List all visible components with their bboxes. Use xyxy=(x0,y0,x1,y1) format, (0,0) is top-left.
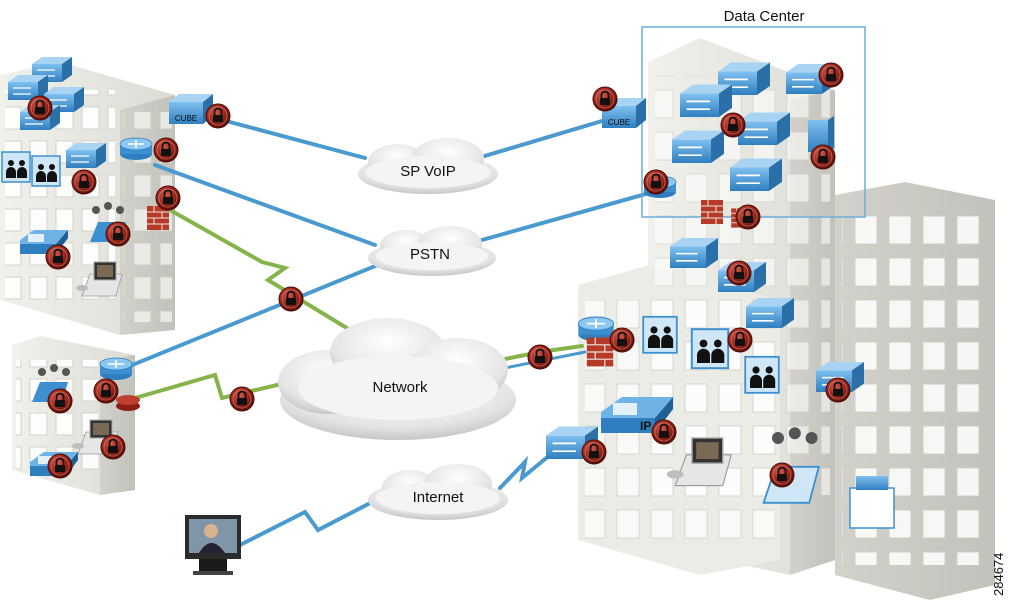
cloud-label-internet: Internet xyxy=(413,489,465,506)
cloud-label-sp-voip: SP VoIP xyxy=(400,163,456,180)
lock-icon xyxy=(47,453,73,479)
ip-phone-icon: IP xyxy=(601,397,673,433)
lock-icon xyxy=(278,286,304,312)
data-center-label: Data Center xyxy=(724,8,805,25)
lock-icon xyxy=(818,62,844,88)
cloud-sp-voip: SP VoIP xyxy=(358,138,498,194)
lock-icon xyxy=(527,344,553,370)
telepresence-icon xyxy=(744,355,780,394)
lock-icon xyxy=(810,144,836,170)
lock-icon xyxy=(735,204,761,230)
lock-icon xyxy=(100,434,126,460)
firewall-icon xyxy=(586,337,614,367)
link-router-to-pstn xyxy=(153,163,377,247)
switch-icon xyxy=(729,157,783,192)
figure-id: 284674 xyxy=(991,553,1006,596)
lock-icon xyxy=(205,103,231,129)
switch-icon xyxy=(65,142,107,169)
router-icon xyxy=(119,137,153,161)
lock-icon xyxy=(726,260,752,286)
lock-icon xyxy=(592,86,618,112)
link-cube-to-spvoip xyxy=(213,116,367,160)
lock-icon xyxy=(45,244,71,270)
telepresence-icon xyxy=(642,315,678,354)
cloud-internet: Internet xyxy=(368,464,508,520)
lock-icon xyxy=(720,112,746,138)
switch-icon xyxy=(669,237,719,269)
lock-icon xyxy=(727,327,753,353)
lock-icon xyxy=(581,439,607,465)
video-endpoint xyxy=(185,515,241,575)
link-internet-to-hq xyxy=(498,453,552,490)
lock-icon xyxy=(643,169,669,195)
cloud-pstn: PSTN xyxy=(368,226,496,276)
cube-label: CUBE xyxy=(175,114,197,123)
telepresence-icon xyxy=(31,155,61,187)
lock-icon xyxy=(769,462,795,488)
link-spvoip-to-dc-cube xyxy=(476,116,614,160)
switch-icon xyxy=(737,111,791,146)
server-icon xyxy=(808,116,834,152)
server-icon xyxy=(849,476,895,529)
lock-icon xyxy=(155,185,181,211)
lock-icon xyxy=(27,95,53,121)
lock-icon xyxy=(229,386,255,412)
lock-icon xyxy=(71,169,97,195)
telepresence-icon xyxy=(690,328,730,370)
cloud-network: Network xyxy=(278,318,516,440)
cloud-label-network: Network xyxy=(372,379,428,396)
router-icon xyxy=(577,316,615,343)
lock-icon xyxy=(609,327,635,353)
cloud-label-pstn: PSTN xyxy=(410,246,450,263)
telepresence-icon xyxy=(1,151,31,183)
link-branch2-to-pstn xyxy=(118,260,387,372)
link-pstn-to-dc xyxy=(480,188,662,242)
lock-icon xyxy=(93,378,119,404)
router-icon xyxy=(99,357,133,381)
ip-label: IP xyxy=(640,419,651,433)
router-icon xyxy=(116,395,140,411)
link-branch2-to-network-green xyxy=(126,372,292,402)
cube-label: CUBE xyxy=(608,118,630,127)
switch-icon xyxy=(679,83,733,118)
firewall-icon xyxy=(700,199,724,225)
link-video-to-internet xyxy=(238,496,382,547)
switch-icon xyxy=(745,297,795,329)
switch-icon xyxy=(671,129,725,164)
lock-icon xyxy=(651,419,677,445)
lock-icon xyxy=(47,388,73,414)
lock-icon xyxy=(153,137,179,163)
lock-icon xyxy=(825,377,851,403)
lock-icon xyxy=(105,221,131,247)
